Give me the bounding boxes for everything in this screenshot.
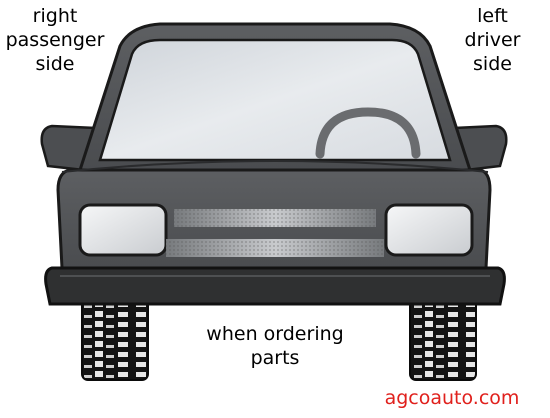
right-passenger-side-line2: passenger (5, 29, 105, 51)
when-ordering-parts-caption: when ordering parts (170, 322, 380, 370)
right-passenger-side-line3: side (35, 53, 75, 75)
right-passenger-side-label: right passenger side (0, 4, 110, 76)
brand-watermark: agcoauto.com (384, 387, 520, 409)
left-driver-side-line3: side (473, 53, 512, 75)
caption-line1: when ordering (206, 323, 344, 345)
steering-wheel (315, 107, 421, 159)
windshield (98, 38, 452, 162)
caption-line2: parts (250, 347, 300, 369)
left-driver-side-label: left driver side (445, 4, 540, 76)
left-driver-side-line1: left (477, 5, 508, 27)
left-headlight (78, 203, 168, 257)
right-headlight (384, 203, 474, 257)
left-driver-side-line2: driver (464, 29, 521, 51)
right-passenger-side-line1: right (32, 5, 78, 27)
hood-line (61, 160, 489, 173)
front-bumper (44, 266, 506, 306)
